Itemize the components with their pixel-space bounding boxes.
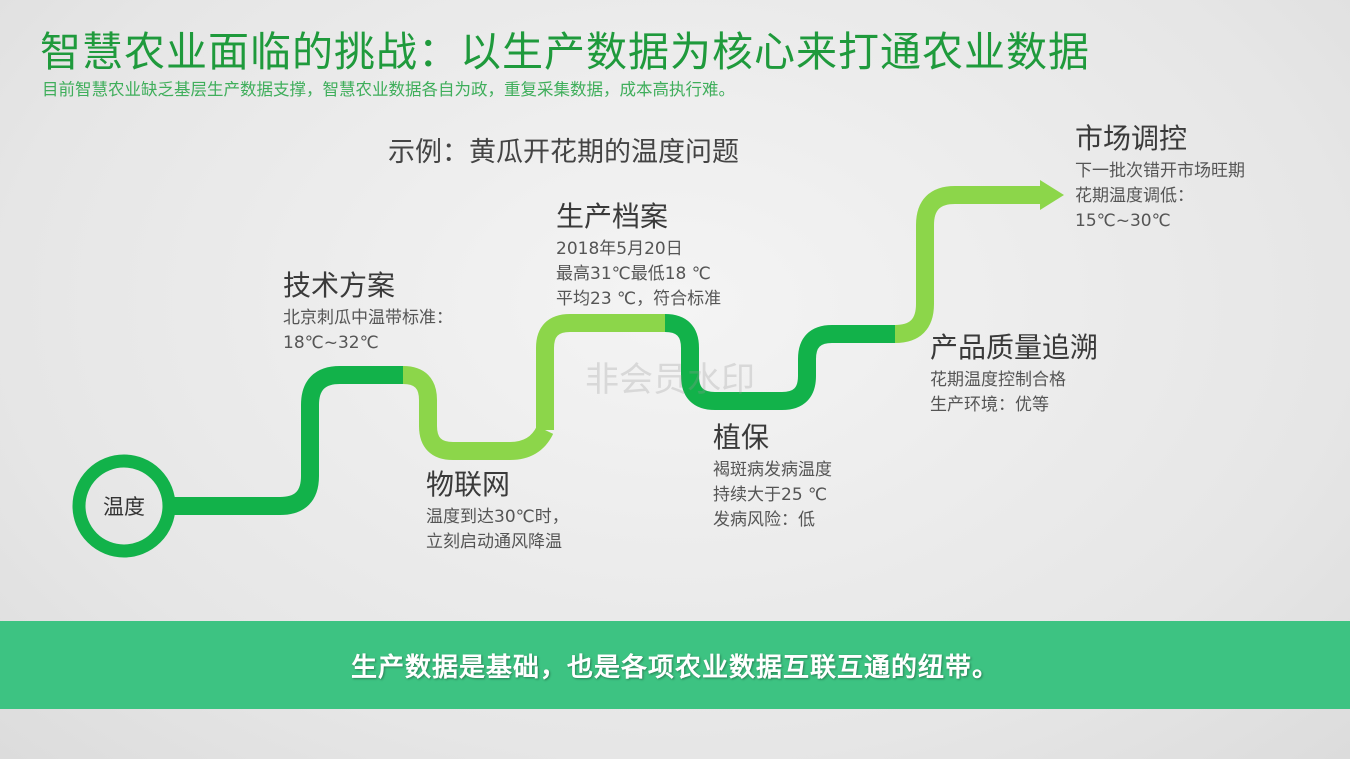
stage-title: 技术方案: [283, 269, 396, 302]
path-segment-4: [664, 314, 895, 410]
stage-detail: 发病风险：低: [713, 510, 815, 530]
start-node-label: 温度: [103, 495, 145, 519]
path-segment-5: [894, 180, 1064, 343]
stage-detail: 18℃~32℃: [283, 333, 379, 353]
process-path: [72, 180, 1064, 558]
path-segment-2: [402, 366, 554, 460]
example-heading: 示例：黄瓜开花期的温度问题: [388, 137, 739, 168]
stage-title: 植保: [713, 421, 770, 454]
stage-detail: 褐斑病发病温度: [713, 460, 832, 480]
stage-detail: 15℃~30℃: [1075, 211, 1171, 231]
stage-detail: 2018年5月20日: [556, 239, 683, 259]
page-subtitle: 目前智慧农业缺乏基层生产数据支撑，智慧农业数据各自为政，重复采集数据，成本高执行…: [42, 80, 735, 99]
stage-detail: 温度到达30℃时，: [426, 507, 569, 527]
stage-market-control: 市场调控 下一批次错开市场旺期 花期温度调低： 15℃~30℃: [1075, 121, 1245, 234]
stage-detail: 平均23 ℃，符合标准: [556, 289, 722, 309]
path-segment-1: [170, 366, 403, 515]
stage-quality-trace: 产品质量追溯 花期温度控制合格 生产环境：优等: [930, 330, 1098, 418]
watermark: 非会员水印: [585, 360, 755, 400]
stage-detail: 立刻启动通风降温: [426, 532, 562, 552]
stage-tech-plan: 技术方案 北京刺瓜中温带标准： 18℃~32℃: [283, 268, 453, 356]
stage-detail: 北京刺瓜中温带标准：: [283, 308, 453, 328]
stage-title: 产品质量追溯: [930, 331, 1099, 364]
stage-production-record: 生产档案 2018年5月20日 最高31℃最低18 ℃ 平均23 ℃，符合标准: [556, 199, 721, 312]
stage-detail: 最高31℃最低18 ℃: [556, 264, 711, 284]
stage-title: 物联网: [426, 468, 511, 501]
stage-iot: 物联网 温度到达30℃时， 立刻启动通风降温: [426, 467, 569, 555]
stage-title: 市场调控: [1075, 122, 1188, 155]
stage-plant-protection: 植保 褐斑病发病温度 持续大于25 ℃ 发病风险：低: [713, 420, 832, 533]
path-segment-3: [536, 314, 665, 430]
stage-detail: 生产环境：优等: [930, 395, 1049, 415]
page-title: 智慧农业面临的挑战：以生产数据为核心来打通农业数据: [40, 28, 1090, 76]
stage-detail: 持续大于25 ℃: [713, 485, 828, 505]
stage-detail: 花期温度调低：: [1075, 186, 1194, 206]
summary-banner: 生产数据是基础，也是各项农业数据互联互通的纽带。: [0, 621, 1350, 709]
start-node: [72, 454, 176, 558]
stage-detail: 花期温度控制合格: [930, 370, 1066, 390]
summary-banner-text: 生产数据是基础，也是各项农业数据互联互通的纽带。: [350, 652, 999, 683]
stage-detail: 下一批次错开市场旺期: [1075, 161, 1245, 181]
stage-title: 生产档案: [556, 200, 669, 233]
